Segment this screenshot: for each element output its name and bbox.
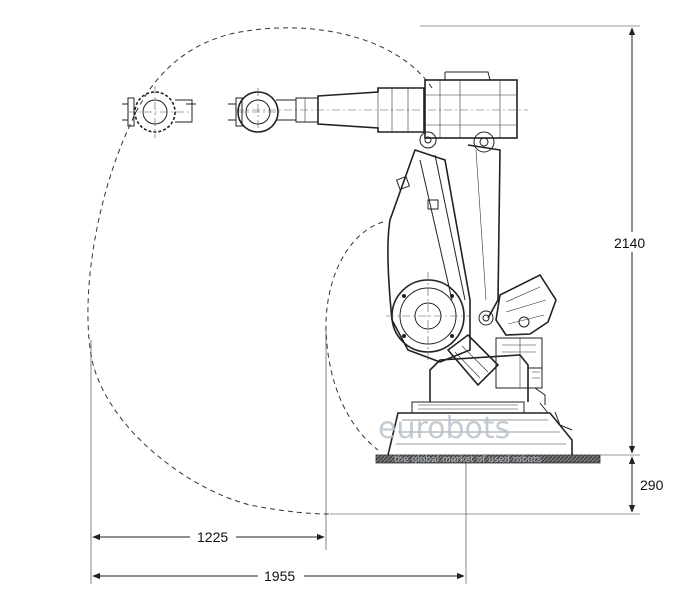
- base-motor: [446, 310, 500, 387]
- floor-slab: [375, 454, 601, 464]
- dimension-arrows: [92, 27, 636, 580]
- inner-reach-curve: [325, 221, 384, 451]
- lower-arm: [387, 144, 501, 363]
- label-bg-height-lower: [638, 476, 670, 494]
- height-upper-label: 2140: [614, 235, 645, 251]
- wrist-near: [228, 88, 297, 136]
- reach-inner-label: 1225: [197, 529, 228, 545]
- robot-base: [375, 401, 601, 464]
- reference-lines: [90, 25, 640, 584]
- outer-reach-curve: [87, 27, 433, 515]
- watermark-brand: eurobots: [378, 411, 510, 446]
- shoulder-joint: [386, 272, 470, 360]
- label-bg-height-upper: [614, 232, 654, 252]
- reach-outer-label: 1955: [264, 568, 295, 584]
- label-bg-reach-outer: [258, 567, 304, 585]
- label-bg-reach-inner: [190, 528, 236, 546]
- upper-arm: [236, 87, 425, 133]
- watermark-tagline: the global market of used robots: [394, 455, 542, 465]
- elbow-housing: [380, 71, 528, 153]
- watermark: eurobots the global market of used robot…: [378, 411, 542, 465]
- height-lower-label: 290: [640, 477, 664, 493]
- robot-arm-drawing: [122, 71, 601, 464]
- counterweight: [495, 273, 557, 336]
- wrist-far: [122, 86, 196, 138]
